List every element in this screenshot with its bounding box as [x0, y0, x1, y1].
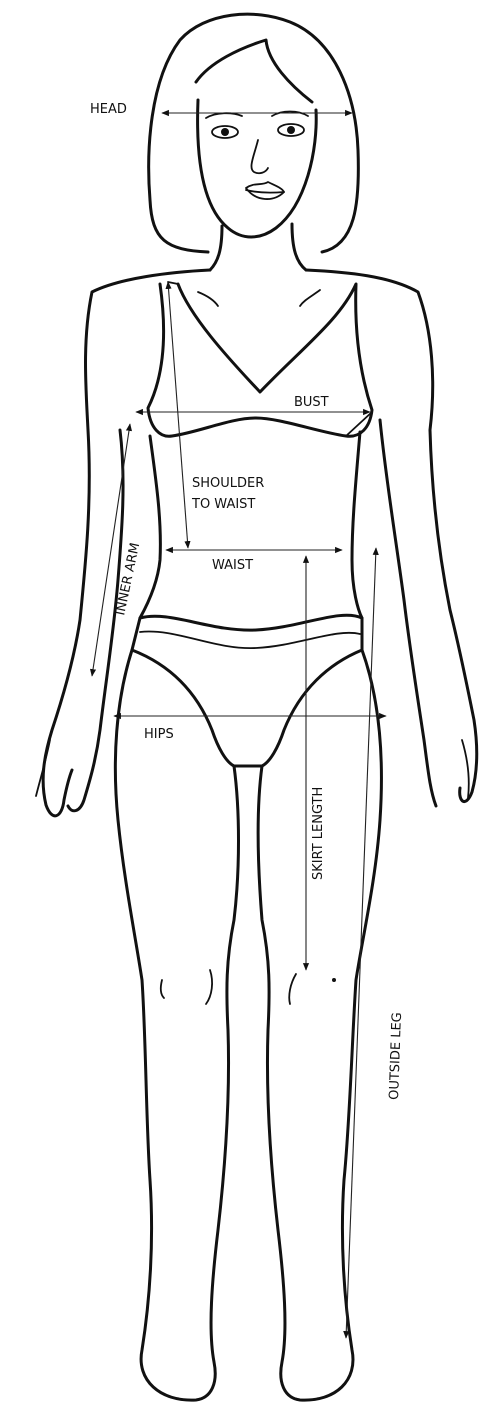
- right-knee: [289, 974, 296, 1004]
- right-hand-inner: [380, 420, 436, 806]
- waist-label: WAIST: [212, 558, 253, 573]
- nose: [251, 140, 268, 173]
- left-leg: [115, 650, 238, 1400]
- right-leg: [258, 650, 381, 1400]
- head-label: HEAD: [90, 102, 127, 117]
- face: [198, 100, 317, 237]
- outside-leg-label: OUTSIDE LEG: [387, 1012, 405, 1100]
- hips-label: HIPS: [144, 727, 174, 742]
- collarbones: [198, 292, 218, 306]
- torso-left: [140, 436, 160, 618]
- skirt-length-label: SKIRT LENGTH: [311, 787, 326, 880]
- bust-label: BUST: [294, 395, 329, 410]
- right-eyebrow: [272, 112, 308, 117]
- hair: [149, 14, 359, 252]
- outside-leg-line: [346, 548, 376, 1338]
- figure-outline: [36, 14, 477, 1400]
- right-pupil: [287, 126, 295, 134]
- left-knee: [161, 980, 164, 998]
- shoulder-to-waist-line: [168, 282, 188, 548]
- shoulder-to-waist-label-line2: TO WAIST: [191, 497, 255, 512]
- neck: [210, 226, 222, 270]
- left-eyebrow: [206, 113, 242, 118]
- torso-right: [352, 432, 362, 618]
- bra: [148, 284, 372, 436]
- measurement-lines: [92, 113, 386, 1338]
- hair-fringe: [196, 40, 312, 102]
- left-pupil: [221, 128, 229, 136]
- left-arm: [43, 270, 210, 816]
- shoulder-to-waist-label-line1: SHOULDER: [192, 476, 264, 491]
- right-arm: [306, 270, 477, 802]
- briefs: [132, 615, 362, 766]
